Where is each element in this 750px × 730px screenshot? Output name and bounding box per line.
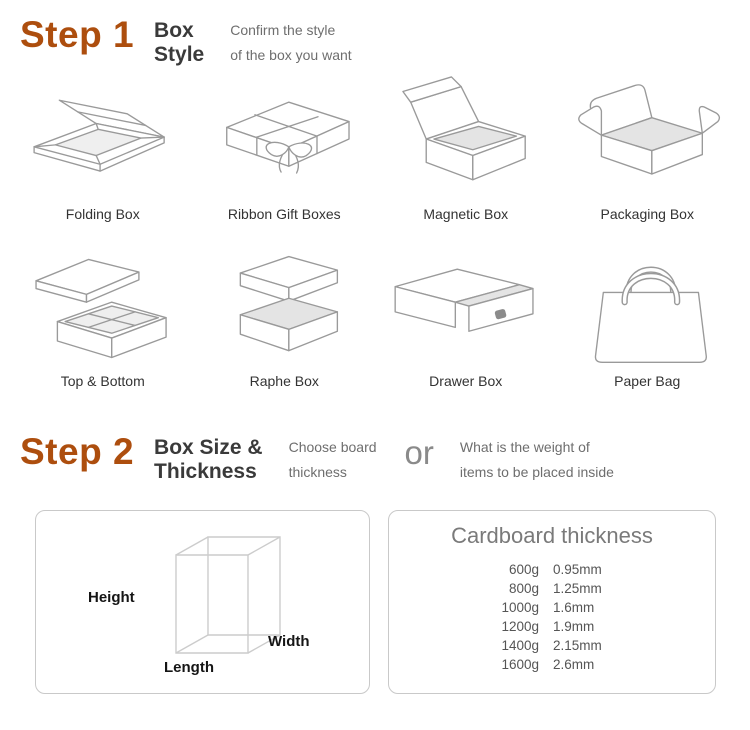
step1-section: Step 1 Box Style Confirm the style of th… [0,0,750,389]
thickness-row: 1400g 2.15mm [389,636,715,655]
step2-header: Step 2 Box Size & Thickness Choose board… [0,433,750,484]
step1-description: Confirm the style of the box you want [230,18,351,67]
or-label: or [404,434,434,471]
board-weight: 1400g [501,638,539,653]
height-label: Height [88,589,135,606]
box-style-label: Ribbon Gift Boxes [227,206,341,222]
width-label: Width [268,633,310,650]
magnetic-box-icon [401,76,526,181]
box-style-item-drawer-box[interactable]: Drawer Box [375,242,557,389]
step1-label: Step 1 [20,14,135,55]
folding-box-icon [33,99,165,172]
box-style-item-paper-bag[interactable]: Paper Bag [557,242,739,389]
box-style-item-raphe-box[interactable]: Raphe Box [194,242,376,389]
board-weight: 1200g [501,619,539,634]
board-thickness: 1.25mm [553,581,602,596]
box-style-label: Paper Bag [614,373,681,389]
board-weight: 600g [508,562,539,577]
step2-option2-line2: items to be placed inside [459,463,614,480]
box-style-item-ribbon-gift-boxes[interactable]: Ribbon Gift Boxes [194,75,376,222]
box-style-item-folding-box[interactable]: Folding Box [12,75,194,222]
step2-option1-line1: Choose board [288,439,377,455]
cardboard-thickness-panel: Cardboard thickness 600g 0.95mm 800g 1.2… [388,510,716,694]
box-style-label: Magnetic Box [423,206,509,222]
thickness-row: 600g 0.95mm [389,560,715,579]
box-style-label: Folding Box [65,206,140,222]
step2-title-line2: Thickness [154,459,257,483]
step2-option2-line1: What is the weight of [459,439,590,455]
step2-option1-line2: thickness [288,463,347,480]
step1-desc-line2: of the box you want [230,46,352,63]
cardboard-thickness-table: 600g 0.95mm 800g 1.25mm 1000g 1.6mm 1200… [389,560,715,674]
board-weight: 1600g [501,657,539,672]
length-label: Length [164,659,214,676]
box-style-grid: Folding Box [0,67,750,389]
step2-option2: What is the weight of items to be placed… [460,435,614,484]
box-style-label: Top & Bottom [60,373,145,389]
box-style-label: Raphe Box [249,373,319,389]
box-dimensions-diagram-icon [175,536,281,654]
step1-title-line2: Style [154,42,205,66]
board-weight: 800g [508,581,539,596]
board-thickness: 2.15mm [553,638,602,653]
step2-panels: Height Width Length Cardboard thickness … [0,484,750,694]
step2-label: Step 2 [20,431,135,472]
box-style-item-magnetic-box[interactable]: Magnetic Box [375,75,557,222]
thickness-row: 1000g 1.6mm [389,598,715,617]
thickness-row: 1200g 1.9mm [389,617,715,636]
thickness-row: 1600g 2.6mm [389,655,715,674]
step2-title: Box Size & Thickness [154,436,263,483]
board-thickness: 2.6mm [553,657,595,672]
step2-option1: Choose board thickness [289,435,377,484]
packaging-guide-page: Step 1 Box Style Confirm the style of th… [0,0,750,694]
board-thickness: 1.6mm [553,600,595,615]
top-bottom-box-icon [35,258,167,359]
box-dimensions-panel: Height Width Length [35,510,370,694]
box-style-label: Packaging Box [600,206,694,222]
step1-desc-line1: Confirm the style [230,22,336,38]
thickness-row: 800g 1.25mm [389,579,715,598]
ribbon-gift-box-icon [226,101,350,174]
step1-title: Box Style [154,19,204,66]
packaging-box-icon [578,84,721,175]
box-style-label: Drawer Box [429,373,503,389]
step1-title-line1: Box [154,19,194,42]
board-thickness: 0.95mm [553,562,602,577]
step2-section: Step 2 Box Size & Thickness Choose board… [0,433,750,694]
step2-title-line1: Box Size & [154,436,263,459]
board-weight: 1000g [501,600,539,615]
board-thickness: 1.9mm [553,619,595,634]
raphe-box-icon [239,255,339,352]
paper-bag-icon [595,266,708,364]
cardboard-thickness-title: Cardboard thickness [451,523,653,548]
box-style-item-top-bottom[interactable]: Top & Bottom [12,242,194,389]
box-style-item-packaging-box[interactable]: Packaging Box [557,75,739,222]
drawer-box-icon [394,268,534,332]
step1-header: Step 1 Box Style Confirm the style of th… [0,0,750,67]
